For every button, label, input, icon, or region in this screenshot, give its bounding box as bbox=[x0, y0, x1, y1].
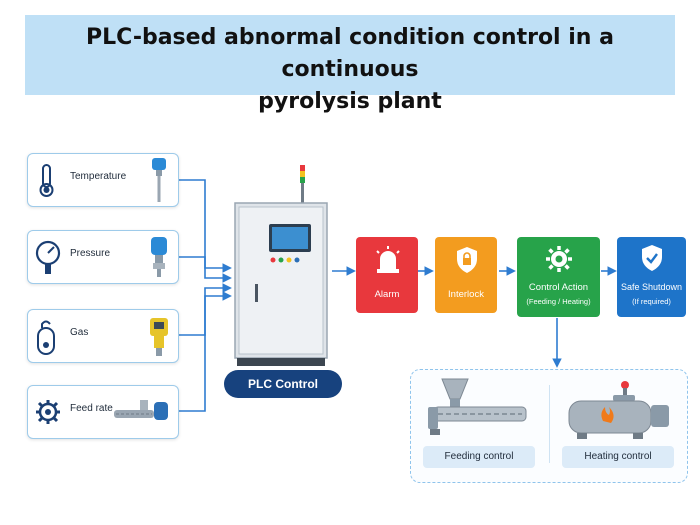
sensor-card-pressure: Pressure bbox=[27, 230, 179, 284]
page-title: PLC-based abnormal condition control in … bbox=[25, 22, 675, 118]
step-safe-shutdown: Safe Shutdown (If required) bbox=[617, 237, 686, 317]
gear-icon bbox=[36, 400, 60, 424]
pressure-transmitter-icon bbox=[151, 237, 167, 277]
screw-feeder-icon bbox=[428, 378, 527, 435]
shield-check-icon bbox=[642, 245, 662, 271]
step-sublabel-safe-shutdown: (If required) bbox=[632, 297, 671, 306]
reactor-burner-icon bbox=[568, 381, 669, 439]
sensor-label-gas: Gas bbox=[70, 327, 89, 338]
title-line-2: pyrolysis plant bbox=[258, 89, 442, 114]
step-label-interlock: Interlock bbox=[448, 289, 484, 300]
gas-detector-device-icon bbox=[150, 318, 168, 356]
step-alarm: Alarm bbox=[356, 237, 418, 313]
sensor-card-gas: Gas bbox=[27, 309, 179, 363]
arrow-pressure bbox=[178, 256, 232, 283]
sensor-card-temperature: Temperature bbox=[27, 153, 179, 207]
plc-cabinet bbox=[234, 165, 328, 366]
feeding-control-label: Feeding control bbox=[423, 446, 535, 468]
pressure-gauge-icon bbox=[35, 240, 61, 274]
arrow-temperature bbox=[178, 179, 232, 273]
temperature-probe-icon bbox=[152, 158, 166, 202]
heating-control-label: Heating control bbox=[562, 446, 674, 468]
gas-detector-icon bbox=[37, 320, 55, 355]
sensor-label-feed-rate: Feed rate bbox=[70, 403, 113, 414]
screw-feeder-motor-icon bbox=[114, 400, 168, 420]
alarm-light-icon bbox=[376, 246, 400, 273]
step-label-safe-shutdown: Safe Shutdown bbox=[620, 282, 683, 292]
sensor-card-feed-rate: Feed rate bbox=[27, 385, 179, 439]
sensor-label-pressure: Pressure bbox=[70, 248, 111, 259]
output-divider bbox=[549, 385, 550, 463]
step-label-control-action: Control Action bbox=[528, 282, 589, 293]
plc-control-label: PLC Control bbox=[224, 370, 342, 398]
gear-icon bbox=[546, 246, 572, 272]
shield-lock-icon bbox=[457, 247, 477, 273]
thermometer-icon bbox=[39, 164, 54, 197]
title-line-1: PLC-based abnormal condition control in … bbox=[86, 25, 614, 82]
sensor-label-temperature: Temperature bbox=[70, 171, 127, 182]
step-label-alarm: Alarm bbox=[374, 289, 400, 300]
title-banner bbox=[25, 15, 675, 95]
step-sublabel-control-action: (Feeding / Heating) bbox=[526, 297, 591, 306]
arrow-gas bbox=[178, 283, 232, 336]
step-interlock: Interlock bbox=[435, 237, 497, 313]
step-control-action: Control Action (Feeding / Heating) bbox=[517, 237, 600, 317]
arrow-feed-rate bbox=[178, 291, 232, 412]
